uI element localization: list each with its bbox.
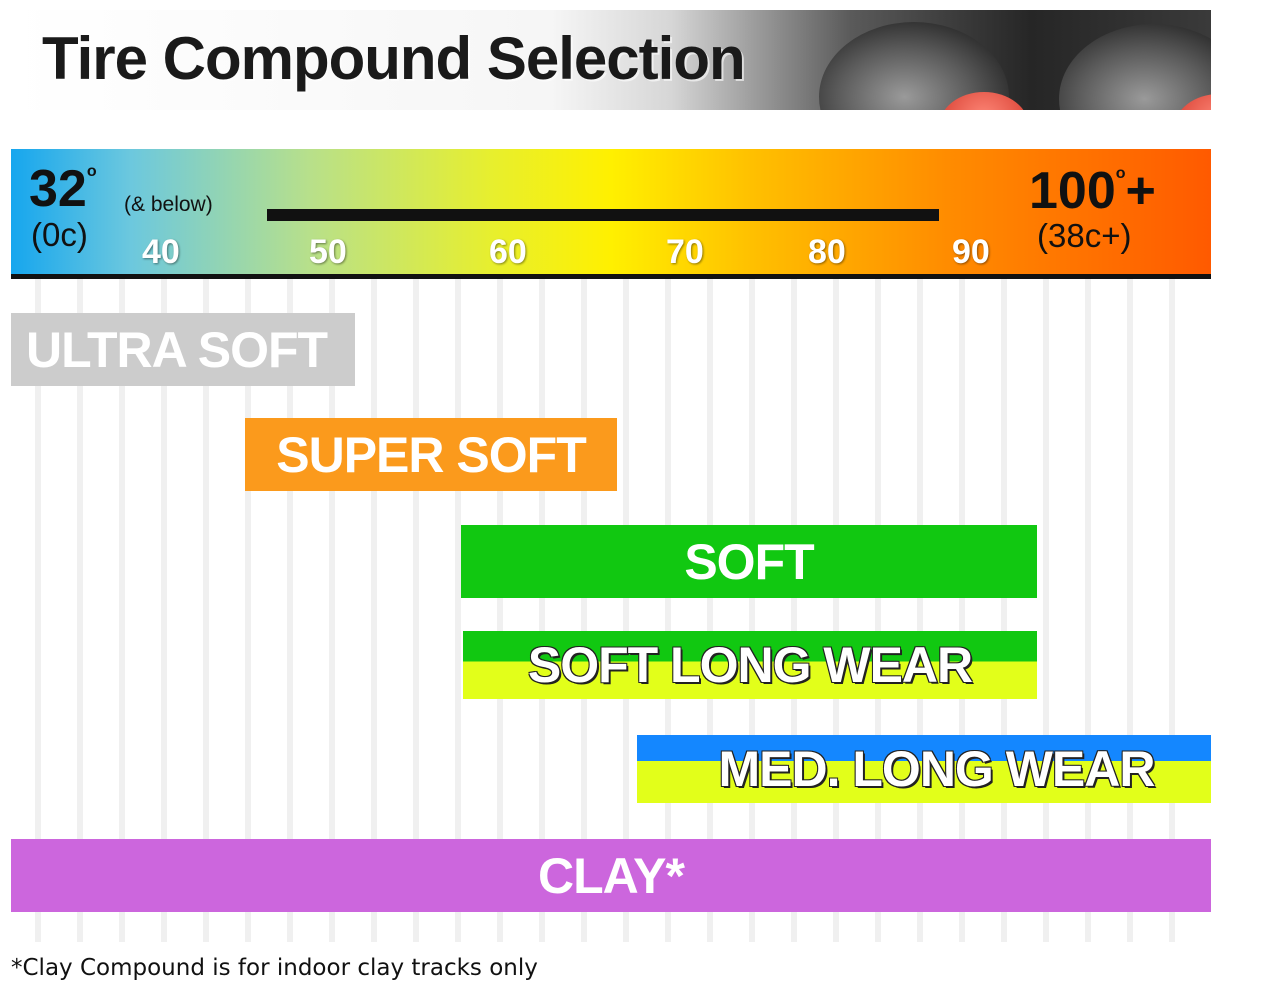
tick-label: 70: [666, 233, 704, 271]
compound-soft: SOFT: [461, 525, 1037, 598]
compound-clay: CLAY*: [11, 839, 1211, 912]
tick-label: 90: [952, 233, 990, 271]
low-temp-note: (& below): [124, 193, 213, 216]
tick-label: 50: [309, 233, 347, 271]
tire-image-right: [1059, 24, 1211, 110]
low-temp-c: (0c): [31, 216, 88, 253]
temperature-scale: 32o (& below) (0c) 40 50 60 70 80 90 100…: [11, 149, 1211, 279]
compound-med-long-wear: MED. LONG WEAR: [637, 735, 1211, 803]
tick-label: 60: [489, 233, 527, 271]
tick-label: 40: [142, 233, 180, 271]
high-temp-c: (38c+): [1037, 217, 1132, 254]
tire-image-left: [819, 22, 1029, 110]
tick-label: 80: [808, 233, 846, 271]
dashed-scale-line: [267, 209, 939, 221]
page-title: Tire Compound Selection: [42, 25, 746, 92]
header-banner: Tire Compound Selection: [11, 10, 1211, 110]
chart-grid: [11, 279, 1211, 942]
low-temp-f: 32o: [29, 160, 97, 218]
footnote: *Clay Compound is for indoor clay tracks…: [11, 955, 538, 981]
compound-soft-long-wear: SOFT LONG WEAR: [463, 631, 1037, 699]
high-temp-f: 100o+: [1029, 162, 1156, 220]
compound-ultra-soft: ULTRA SOFT: [11, 313, 355, 386]
compound-super-soft: SUPER SOFT: [245, 418, 617, 491]
